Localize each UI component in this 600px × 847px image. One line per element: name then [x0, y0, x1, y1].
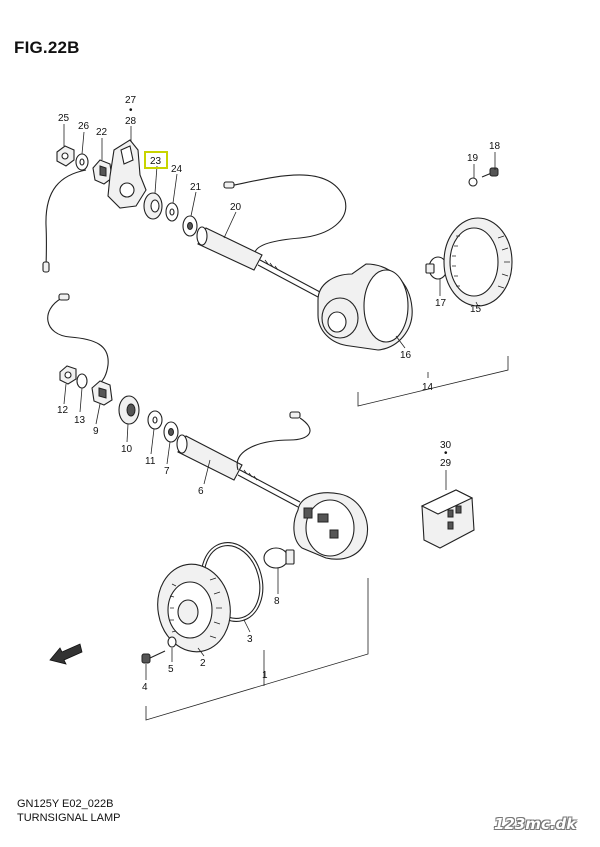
callout-10: 10: [121, 444, 133, 455]
lower-housing: [293, 492, 368, 560]
part-5-washer: [167, 636, 177, 648]
figure-title: FIG.22B: [14, 38, 80, 57]
callout-16: 16: [400, 350, 412, 361]
fwd-arrow-icon: [49, 643, 83, 665]
callout-5: 5: [168, 664, 174, 675]
part-29-relay: [420, 489, 475, 549]
callout-26: 26: [78, 121, 90, 132]
part-8-bulb: [263, 547, 295, 569]
callout-30: 30: [440, 440, 452, 451]
part-28-bracket: [107, 139, 147, 209]
part-18-screw: [481, 167, 499, 178]
callout-23: 23: [150, 156, 162, 167]
part-22-socket: [92, 159, 113, 185]
lower-left-wire: [47, 297, 109, 387]
callout-27: 27: [125, 95, 137, 106]
part-13-washer: [76, 373, 88, 389]
callout-7: 7: [164, 466, 170, 477]
part-6-stem: [176, 434, 301, 508]
watermark: 123mc.dk: [494, 815, 577, 833]
callout-17: 17: [435, 298, 447, 309]
callout-3: 3: [247, 634, 253, 645]
callout-27-dot: •: [129, 105, 133, 116]
lower-loop-wire: [236, 417, 311, 471]
callout-9: 9: [93, 426, 99, 437]
part-4-screw: [141, 650, 166, 664]
callout-20: 20: [230, 202, 242, 213]
part-25-nut: [56, 145, 75, 167]
upper-left-wire: [45, 169, 87, 271]
part-11-washer: [147, 410, 163, 430]
lower-loop-wire-terminal: [289, 411, 301, 419]
callout-30-dot: •: [444, 448, 448, 459]
part-10-grommet: [118, 395, 140, 425]
part-12-nut: [59, 365, 77, 385]
bracket-1: [145, 578, 369, 721]
section-name: TURNSIGNAL LAMP: [17, 812, 121, 824]
model-code: GN125Y E02_022B: [17, 798, 114, 810]
part-15-lens: [443, 217, 513, 307]
callout-6: 6: [198, 486, 204, 497]
callout-8: 8: [274, 596, 280, 607]
callout-1: 1: [262, 670, 268, 681]
part-24-washer: [165, 202, 179, 222]
callout-14: 14: [422, 382, 434, 393]
part-23-grommet: [143, 192, 163, 220]
callout-13: 13: [74, 415, 86, 426]
part-20-stem: [196, 226, 321, 298]
callout-25: 25: [58, 113, 70, 124]
leader-lines: [63, 124, 496, 680]
part-17-bulb: [425, 256, 448, 280]
callout-21: 21: [190, 182, 202, 193]
callout-15: 15: [470, 304, 482, 315]
upper-left-wire-terminal: [42, 261, 50, 273]
part-21-lockwasher: [182, 215, 198, 237]
part-19-washer: [468, 177, 478, 187]
callout-12: 12: [57, 405, 69, 416]
callout-18: 18: [489, 141, 501, 152]
part-26-washer: [75, 153, 89, 171]
lower-left-wire-terminal: [58, 293, 70, 301]
callout-11: 11: [145, 456, 156, 467]
callout-19: 19: [467, 153, 479, 164]
bracket-14: [357, 356, 509, 407]
part-7-lockwasher: [163, 421, 179, 443]
callout-4: 4: [142, 682, 148, 693]
part-16-housing: [317, 263, 413, 351]
highlight-box-23: [144, 151, 168, 169]
callout-22: 22: [96, 127, 108, 138]
part-9-socket: [91, 380, 113, 406]
callout-24: 24: [171, 164, 183, 175]
upper-loop-wire-terminal: [223, 181, 235, 189]
callout-2: 2: [200, 658, 206, 669]
part-2-lens: [157, 563, 231, 653]
callout-29: 29: [440, 458, 452, 469]
callout-28: 28: [125, 116, 137, 127]
upper-loop-wire: [229, 174, 347, 253]
